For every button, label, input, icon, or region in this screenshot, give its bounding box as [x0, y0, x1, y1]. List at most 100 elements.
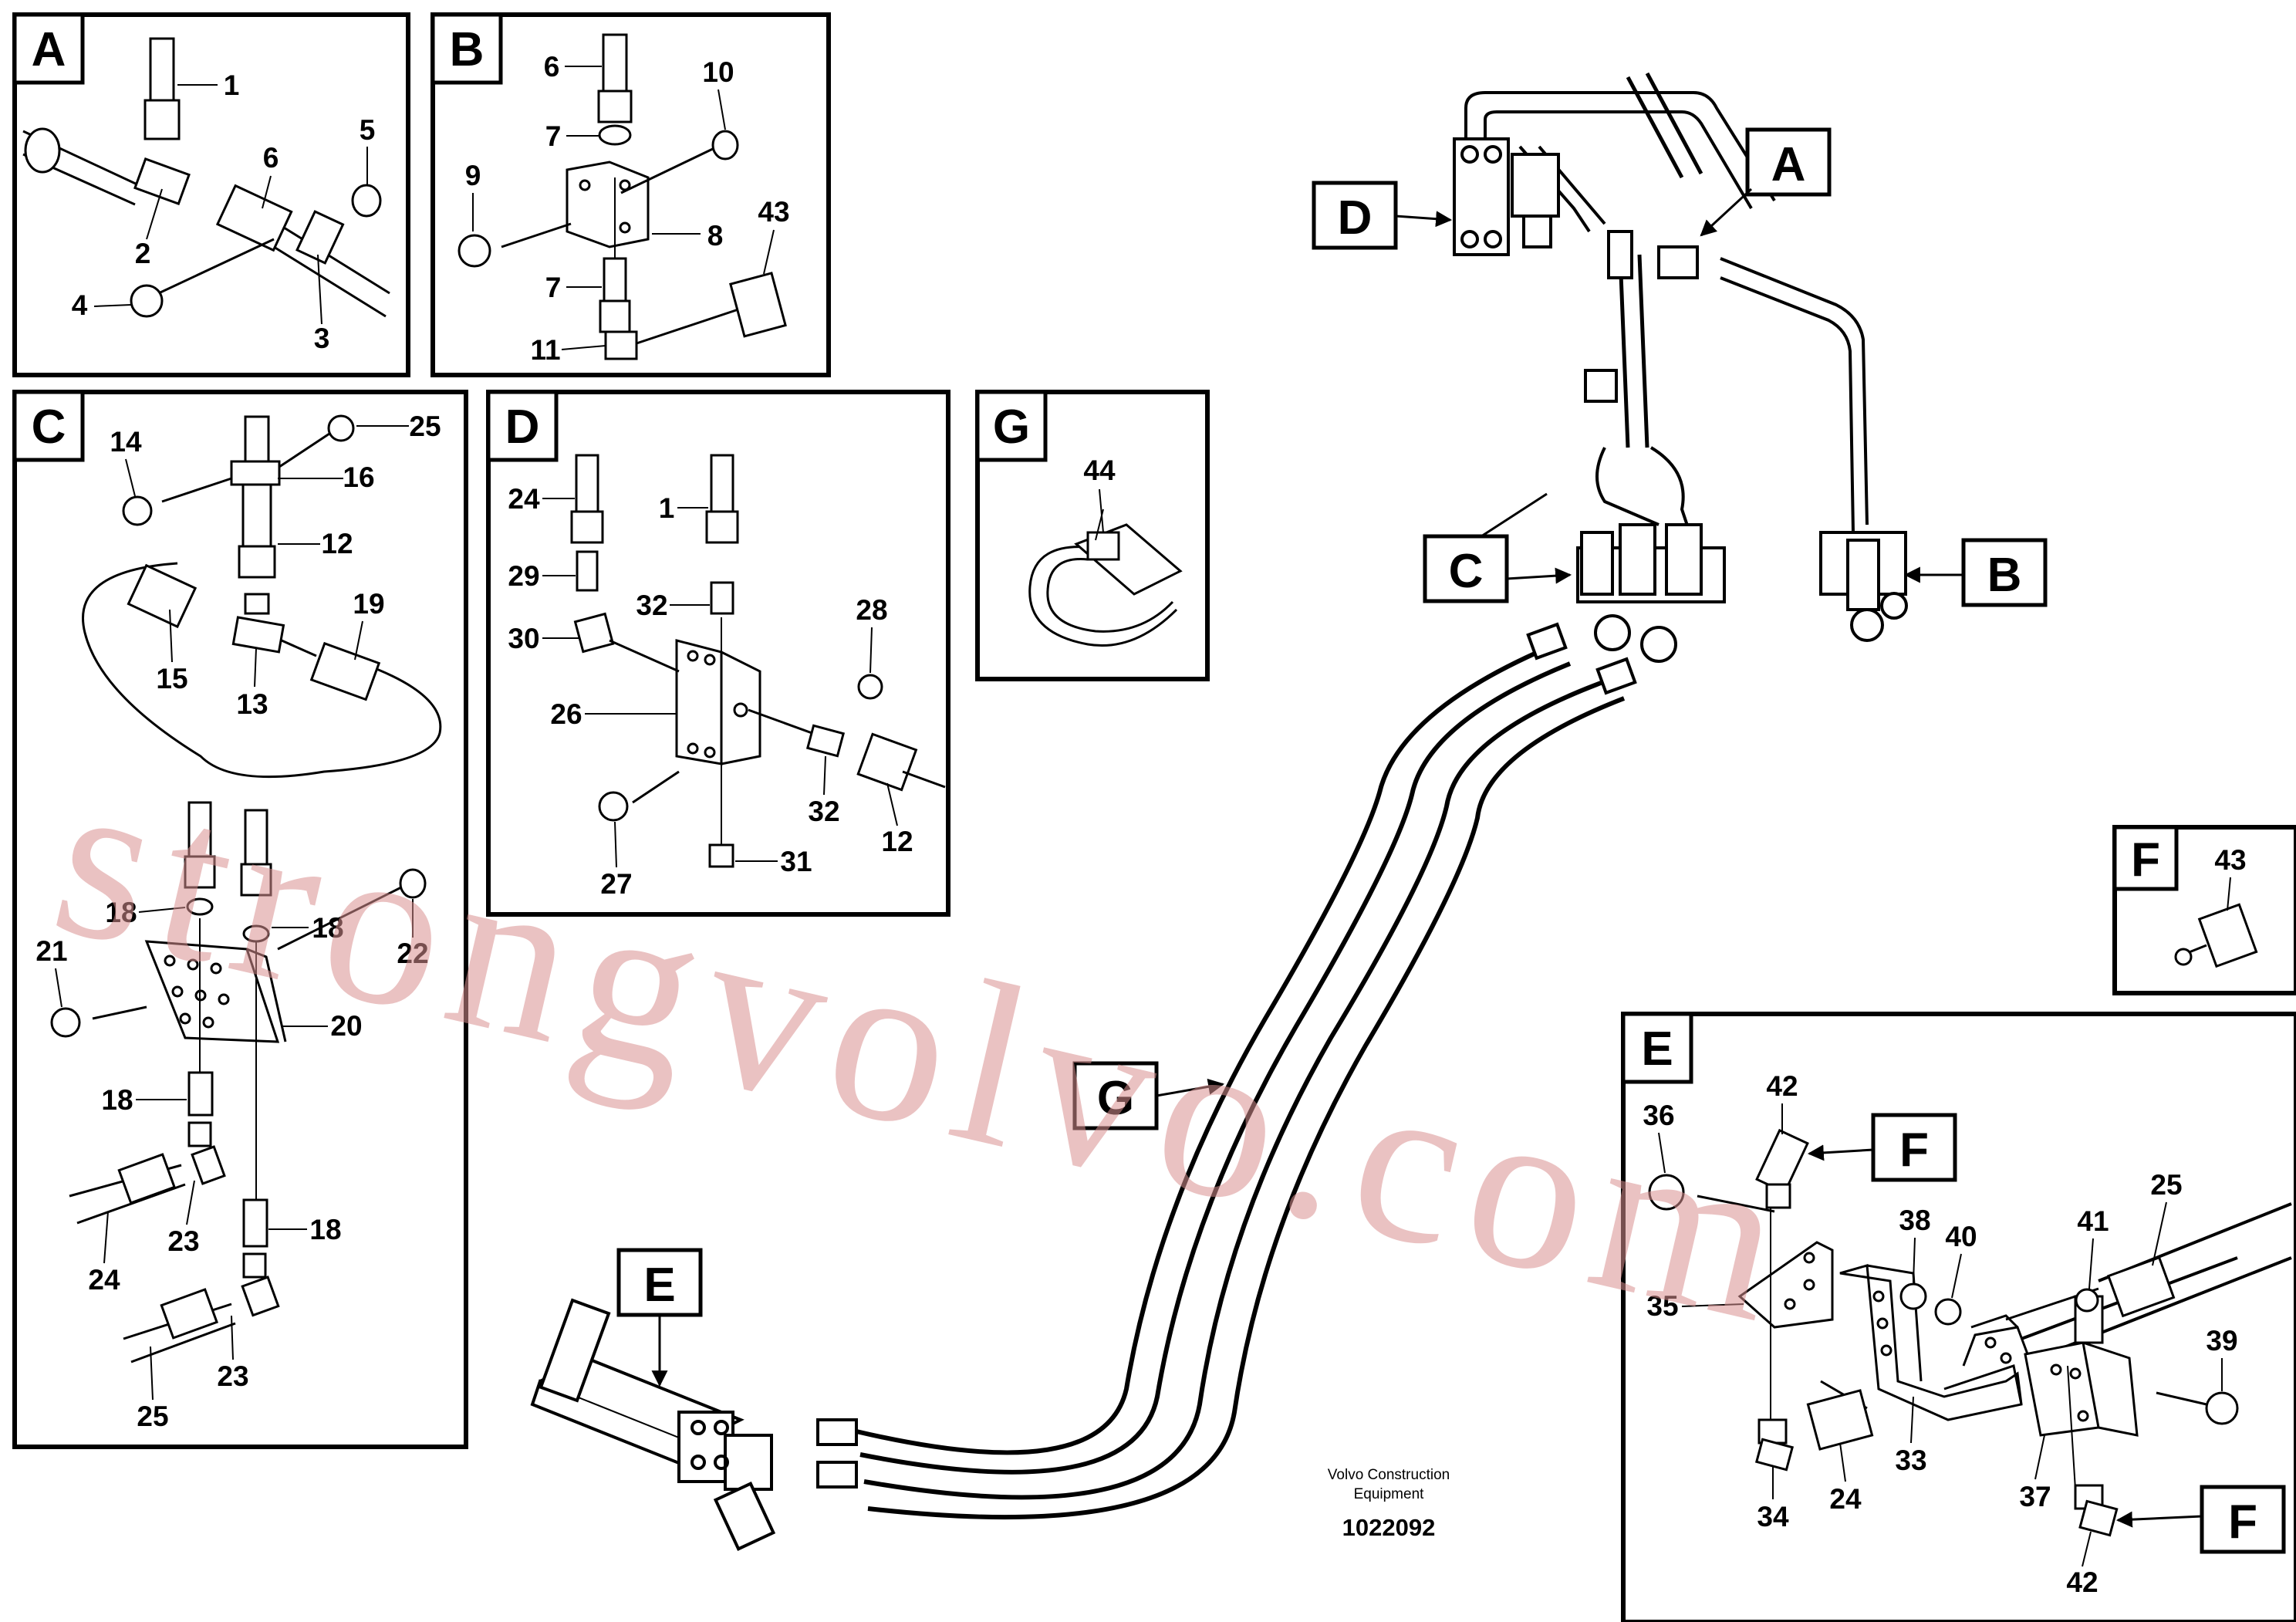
panel-e-labels: 36 42 38 40 41 25 35 39 24 33 34 37 42: [1643, 1070, 2237, 1598]
callout-main-g: G: [1072, 1061, 1225, 1130]
svg-text:27: 27: [600, 868, 632, 900]
svg-text:40: 40: [1945, 1221, 1977, 1252]
svg-text:B: B: [1987, 549, 2022, 602]
panel-d-labels: 24 1 29 32 28 30 26 32 12 31 27: [508, 483, 913, 900]
svg-text:F: F: [2228, 1495, 2257, 1549]
svg-text:E: E: [643, 1259, 675, 1312]
svg-text:A: A: [1771, 138, 1806, 191]
svg-text:33: 33: [1895, 1445, 1926, 1476]
svg-text:C: C: [1449, 545, 1484, 598]
svg-text:24: 24: [88, 1264, 120, 1296]
panel-a: A 1 2 3 4 5 6: [12, 12, 410, 377]
svg-text:7: 7: [545, 120, 562, 152]
svg-text:21: 21: [35, 935, 67, 967]
svg-text:6: 6: [544, 51, 560, 83]
svg-text:44: 44: [1083, 454, 1116, 486]
svg-text:12: 12: [321, 528, 353, 559]
panel-c: C: [12, 390, 468, 1449]
svg-text:26: 26: [550, 698, 582, 730]
panel-g-labels: 44: [1083, 454, 1116, 533]
panel-b: B 6 7 7 8 9: [430, 12, 831, 377]
svg-text:9: 9: [465, 160, 481, 191]
svg-text:25: 25: [409, 411, 441, 442]
svg-text:28: 28: [856, 594, 887, 626]
svg-text:F: F: [2131, 833, 2160, 887]
svg-text:34: 34: [1757, 1501, 1789, 1532]
panel-c-labels: 25 14 16 12 19 15 13 18 18 22 21 20 18: [35, 411, 441, 1432]
svg-text:42: 42: [1766, 1070, 1798, 1102]
panel-f-labels: 43: [2214, 844, 2247, 911]
svg-text:6: 6: [263, 142, 279, 174]
svg-text:20: 20: [330, 1010, 362, 1042]
svg-text:43: 43: [2214, 844, 2246, 876]
main-assembly: [530, 72, 1908, 1551]
svg-text:32: 32: [636, 590, 667, 621]
svg-text:38: 38: [1899, 1205, 1930, 1236]
svg-text:31: 31: [780, 846, 812, 877]
svg-text:7: 7: [545, 272, 562, 303]
svg-text:1: 1: [224, 69, 240, 101]
svg-text:G: G: [1097, 1072, 1134, 1125]
callout-main-c: C: [1423, 492, 1572, 603]
svg-text:Equipment: Equipment: [1354, 1486, 1425, 1502]
svg-text:14: 14: [110, 426, 142, 458]
panel-b-labels: 6 7 7 8 9 10 11 43: [465, 51, 790, 366]
callout-main-d: D: [1312, 181, 1453, 250]
svg-text:25: 25: [137, 1401, 168, 1432]
panel-a-labels: 1 2 3 4 5 6: [72, 69, 376, 354]
panel-e: E: [1621, 1012, 2296, 1622]
callout-main-e: E: [616, 1248, 703, 1387]
svg-text:3: 3: [314, 323, 330, 354]
svg-text:32: 32: [808, 796, 839, 827]
svg-text:13: 13: [236, 688, 268, 720]
svg-text:35: 35: [1646, 1290, 1678, 1322]
svg-text:18: 18: [312, 912, 343, 944]
svg-text:23: 23: [167, 1225, 199, 1257]
svg-text:36: 36: [1643, 1100, 1674, 1131]
svg-text:42: 42: [2066, 1566, 2098, 1598]
svg-text:37: 37: [2019, 1481, 2051, 1512]
svg-text:D: D: [1338, 191, 1373, 245]
svg-text:1022092: 1022092: [1342, 1514, 1436, 1541]
svg-text:30: 30: [508, 623, 539, 654]
svg-text:B: B: [450, 23, 485, 76]
svg-text:22: 22: [397, 938, 428, 969]
svg-text:16: 16: [343, 461, 374, 493]
callout-e-f-top: F: [1807, 1113, 1957, 1182]
svg-text:15: 15: [156, 663, 187, 694]
svg-text:19: 19: [353, 588, 384, 620]
svg-text:1: 1: [659, 492, 675, 524]
svg-text:39: 39: [2206, 1325, 2237, 1357]
svg-text:11: 11: [530, 334, 560, 366]
svg-text:G: G: [993, 400, 1030, 454]
svg-text:18: 18: [105, 897, 137, 928]
callout-main-a: A: [1700, 127, 1832, 237]
panel-f: F 43: [2112, 825, 2296, 995]
svg-text:23: 23: [217, 1360, 248, 1392]
callout-e-f-bottom: F: [2115, 1485, 2286, 1554]
drawing-caption: Volvo Construction Equipment 1022092: [1328, 1467, 1450, 1541]
svg-text:C: C: [32, 400, 66, 454]
panel-d: D 24 1: [486, 390, 950, 917]
svg-text:25: 25: [2150, 1169, 2182, 1201]
svg-text:29: 29: [508, 560, 539, 592]
panel-g: G 44: [975, 390, 1210, 681]
svg-text:10: 10: [702, 56, 734, 88]
svg-text:41: 41: [2077, 1205, 2109, 1237]
svg-text:18: 18: [101, 1084, 133, 1116]
svg-text:F: F: [1899, 1124, 1929, 1177]
svg-text:12: 12: [881, 826, 913, 857]
svg-text:A: A: [32, 23, 66, 76]
callout-main-b: B: [1903, 538, 2048, 607]
svg-text:D: D: [505, 400, 540, 454]
svg-text:24: 24: [1829, 1483, 1862, 1515]
svg-text:8: 8: [707, 220, 724, 252]
svg-text:E: E: [1641, 1022, 1673, 1076]
svg-text:2: 2: [135, 238, 151, 269]
svg-text:18: 18: [309, 1214, 341, 1245]
svg-text:43: 43: [758, 196, 789, 228]
svg-text:4: 4: [72, 289, 88, 321]
svg-text:5: 5: [360, 114, 376, 146]
svg-text:Volvo Construction: Volvo Construction: [1328, 1467, 1450, 1483]
